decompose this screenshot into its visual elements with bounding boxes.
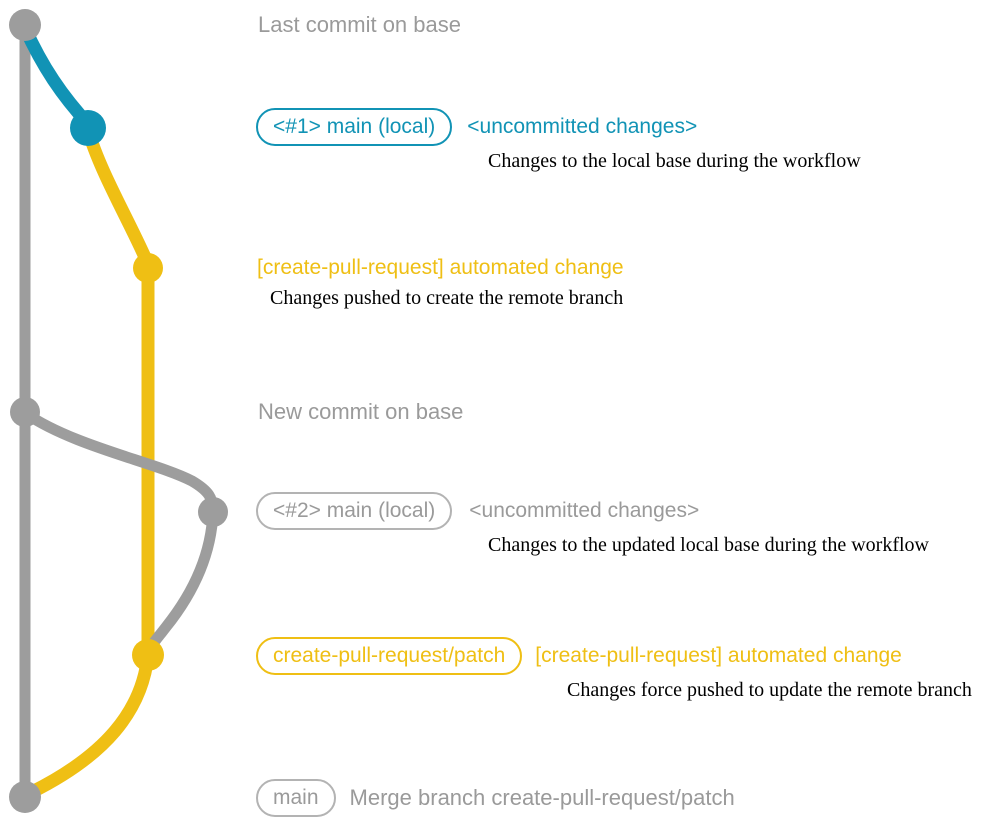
uncommitted-changes-headline-2: <uncommitted changes> — [469, 499, 700, 522]
uncommitted-changes-desc-2: Changes to the updated local base during… — [488, 534, 929, 556]
section-automated-change-2: create-pull-request/patch [create-pull-r… — [256, 637, 972, 701]
commit-node-patch-1 — [133, 253, 163, 283]
uncommitted-changes-desc-1: Changes to the local base during the wor… — [488, 150, 861, 172]
section-main-local-2: <#2> main (local) <uncommitted changes> … — [256, 492, 929, 556]
commit-node-last-base — [9, 9, 41, 41]
branch-badge-main-local-2: <#2> main (local) — [256, 492, 453, 530]
automated-change-desc-1: Changes pushed to create the remote bran… — [270, 287, 624, 309]
new-commit-label: New commit on base — [258, 399, 464, 424]
commit-node-main-local-2 — [198, 497, 228, 527]
commit-node-main-local-1 — [70, 110, 106, 146]
section-main-local-1: <#1> main (local) <uncommitted changes> … — [256, 108, 861, 172]
branch-badge-main: main — [256, 779, 336, 817]
git-graph — [9, 9, 228, 813]
branch-badge-main-local-1: <#1> main (local) — [256, 108, 453, 146]
merge-commit-label: Merge branch create-pull-request/patch — [349, 785, 735, 810]
automated-change-desc-2: Changes force pushed to update the remot… — [567, 679, 972, 701]
section-automated-change-1: [create-pull-request] automated change C… — [257, 253, 624, 309]
branch-main-local2-line-lower — [142, 506, 219, 660]
commit-node-new-base — [10, 397, 40, 427]
branch-main-local1-line — [18, 21, 97, 133]
branch-badge-patch: create-pull-request/patch — [256, 637, 523, 675]
section-merge: main Merge branch create-pull-request/pa… — [256, 779, 735, 817]
commit-node-merge — [9, 781, 41, 813]
automated-change-headline-1: [create-pull-request] automated change — [257, 256, 624, 279]
automated-change-headline-2: [create-pull-request] automated change — [535, 644, 902, 667]
commit-node-patch-2 — [132, 639, 164, 671]
branch-main-local2-line-upper — [19, 407, 219, 518]
uncommitted-changes-headline-1: <uncommitted changes> — [467, 115, 698, 138]
last-commit-label: Last commit on base — [258, 12, 461, 37]
